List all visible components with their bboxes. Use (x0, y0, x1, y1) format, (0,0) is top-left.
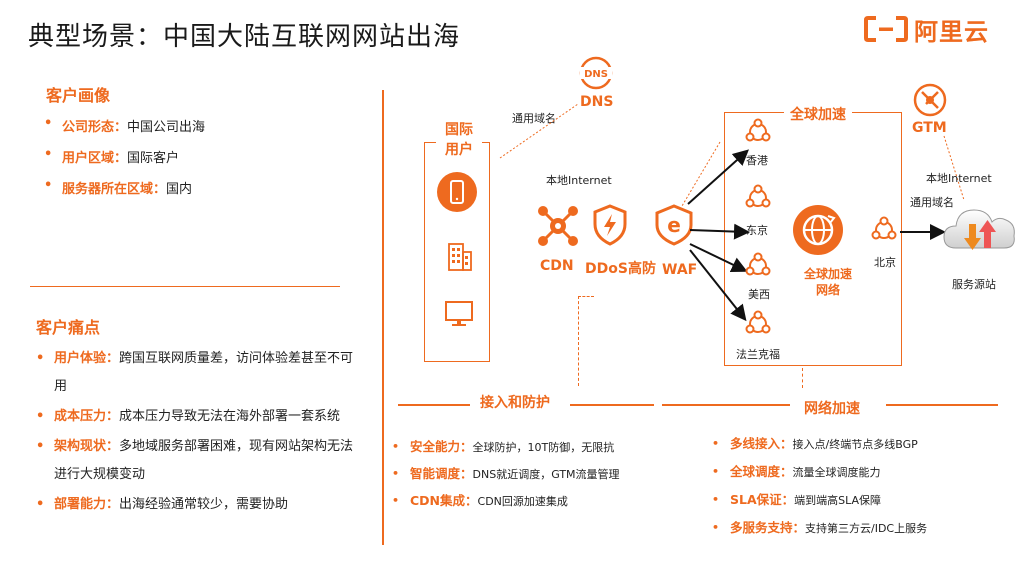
list-item: 多线接入：接入点/终端节点多线BGP (712, 430, 1012, 458)
node-label: 东京 (746, 224, 768, 237)
origin-cloud-icon (942, 198, 1018, 262)
network-list: 多线接入：接入点/终端节点多线BGP 全球调度：流量全球调度能力 SLA保证：端… (712, 430, 1012, 542)
gtm-icon (912, 82, 948, 118)
divider (382, 90, 384, 545)
profile-list: 公司形态：中国公司出海 用户区域：国际客户 服务器所在区域：国内 (44, 116, 364, 197)
waf-arrows (687, 149, 750, 322)
divider (662, 404, 790, 406)
waf-icon: e (654, 204, 694, 246)
cdn-icon (536, 204, 580, 248)
svg-text:e: e (667, 213, 681, 237)
list-item: 成本压力：成本压力导致无法在海外部署一套系统 (36, 403, 356, 431)
node-icon (744, 118, 772, 146)
right-domain-label: 通用域名 (910, 196, 954, 209)
svg-text:DNS: DNS (584, 69, 608, 80)
aliyun-logo-icon (864, 16, 908, 42)
divider (886, 404, 998, 406)
local-internet-right: 本地Internet (926, 172, 992, 185)
profile-heading: 客户画像 (46, 86, 111, 105)
divider (30, 286, 340, 287)
dns-to-waf-dashed (681, 141, 721, 207)
node-label: 美西 (748, 288, 770, 301)
network-heading: 网络加速 (804, 401, 860, 417)
center-node-label: 全球加速 网络 (803, 267, 852, 297)
ddos-label: DDoS高防 (585, 261, 656, 277)
node-icon (744, 310, 772, 338)
list-item: 用户体验：跨国互联网质量差，访问体验差甚至不可用 (36, 345, 356, 401)
list-item: 部署能力：出海经验通常较少，需要协助 (36, 491, 356, 519)
pain-list: 用户体验：跨国互联网质量差，访问体验差甚至不可用 成本压力：成本压力导致无法在海… (36, 345, 356, 519)
connector (802, 368, 803, 388)
connector (578, 296, 594, 297)
gtm-dashed-connector (943, 135, 965, 201)
node-label: 香港 (746, 154, 768, 167)
waf-label: WAF (662, 262, 698, 278)
cdn-label: CDN (540, 258, 574, 274)
gtm-label: GTM (912, 120, 947, 136)
list-item: CDN集成：CDN回源加速集成 (392, 488, 672, 515)
beijing-label: 北京 (874, 256, 896, 269)
node-label: 法兰克福 (736, 348, 780, 361)
list-item: 架构现状：多地域服务部署困难，现有网站架构无法进行大规模变动 (36, 433, 356, 489)
access-list: 安全能力：全球防护，10T防御，无限抗 智能调度：DNS就近调度，GTM流量管理… (392, 434, 672, 515)
dns-dashed-connector (499, 103, 579, 159)
global-network-icon (792, 204, 844, 256)
node-icon (744, 252, 772, 280)
building-icon (446, 240, 474, 272)
list-item: 多服务支持：支持第三方云/IDC上服务 (712, 514, 1012, 542)
list-item: 公司形态：中国公司出海 (44, 116, 364, 135)
divider (398, 404, 470, 406)
node-icon (870, 216, 898, 244)
list-item: SLA保证：端到端高SLA保障 (712, 486, 1012, 514)
dns-domain-label: 通用域名 (512, 112, 556, 125)
mobile-icon (437, 172, 477, 212)
list-item: 全球调度：流量全球调度能力 (712, 458, 1012, 486)
dns-icon: DNS (578, 56, 614, 90)
origin-label: 服务源站 (952, 278, 996, 291)
access-heading: 接入和防护 (480, 395, 550, 411)
node-icon (744, 184, 772, 212)
aliyun-logo: 阿里云 (864, 14, 989, 46)
logo-text: 阿里云 (914, 17, 989, 46)
pain-heading: 客户痛点 (36, 318, 101, 337)
beijing-to-origin-arrow (900, 224, 946, 240)
list-item: 用户区域：国际客户 (44, 147, 364, 166)
list-item: 安全能力：全球防护，10T防御，无限抗 (392, 434, 672, 461)
dns-label: DNS (580, 94, 614, 110)
connector (578, 296, 579, 386)
divider (570, 404, 654, 406)
local-internet-left: 本地Internet (546, 174, 612, 187)
list-item: 服务器所在区域：国内 (44, 178, 364, 197)
ddos-shield-icon (592, 204, 628, 246)
list-item: 智能调度：DNS就近调度，GTM流量管理 (392, 461, 672, 488)
page-title: 典型场景：中国大陆互联网网站出海 (28, 22, 461, 52)
monitor-icon (443, 298, 475, 330)
global-accel-title: 全球加速 (784, 104, 852, 124)
users-label: 国际 用户 (436, 120, 482, 160)
